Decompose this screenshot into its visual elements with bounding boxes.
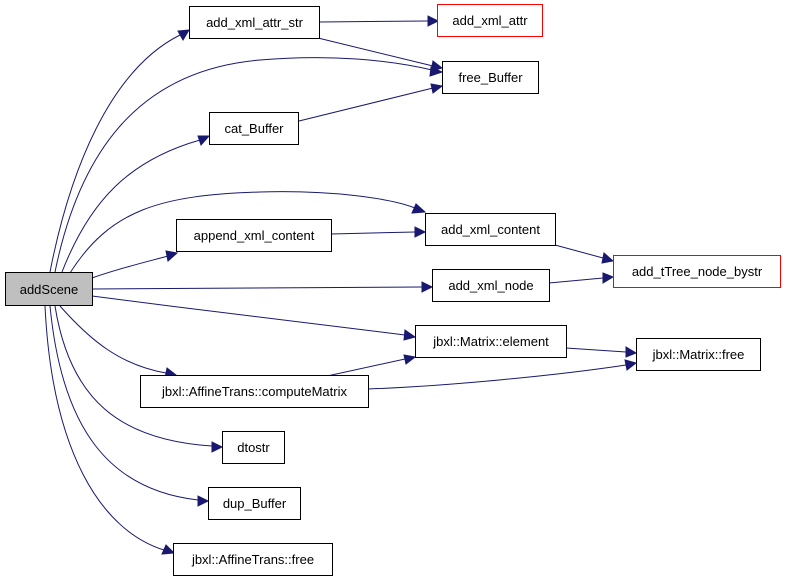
edge-addScene-append_xml_content <box>91 255 169 279</box>
node-add_tTree_node_bystr[interactable]: add_tTree_node_bystr <box>613 255 781 288</box>
node-matrix_element[interactable]: jbxl::Matrix::element <box>415 325 567 358</box>
arrowhead <box>414 226 427 238</box>
node-add_xml_content[interactable]: add_xml_content <box>425 213 556 246</box>
arrowhead <box>427 15 440 27</box>
edge-addScene-cat_Buffer <box>61 139 201 273</box>
node-dup_Buffer[interactable]: dup_Buffer <box>208 487 301 520</box>
edge-compute_matrix-matrix_free <box>367 364 627 390</box>
node-affine_free[interactable]: jbxl::AffineTrans::free <box>173 543 333 576</box>
node-free_Buffer[interactable]: free_Buffer <box>442 61 539 94</box>
arrowhead <box>403 354 417 365</box>
edge-addScene-compute_matrix <box>59 305 167 374</box>
edge-add_xml_attr_str-add_xml_attr <box>318 20 429 23</box>
edge-add_xml_node-add_tTree <box>548 277 604 284</box>
arrowhead <box>197 495 210 507</box>
arrowhead <box>430 83 444 94</box>
edge-matrix_element-matrix_free <box>565 347 627 353</box>
arrowhead <box>625 346 638 358</box>
node-add_xml_attr[interactable]: add_xml_attr <box>437 4 543 37</box>
edge-cat_Buffer-free_Buffer <box>298 87 434 122</box>
arrowhead <box>602 272 615 284</box>
node-dtostr[interactable]: dtostr <box>222 431 285 464</box>
node-cat_Buffer[interactable]: cat_Buffer <box>209 112 299 145</box>
arrowhead <box>165 250 179 262</box>
arrowhead <box>403 329 417 341</box>
arrowhead <box>211 441 224 453</box>
arrowhead <box>421 281 434 293</box>
edge-addScene-add_xml_attr_str <box>49 34 181 273</box>
edge-addScene-free_Buffer <box>54 57 433 273</box>
node-compute_matrix[interactable]: jbxl::AffineTrans::computeMatrix <box>140 375 369 408</box>
arrowhead <box>624 359 638 371</box>
arrowhead <box>411 203 427 214</box>
edge-add_xml_content-add_tTree <box>554 244 604 259</box>
node-addScene: addScene <box>5 272 93 306</box>
arrowhead <box>430 60 444 72</box>
edge-addScene-add_xml_content <box>69 191 416 274</box>
edge-compute_matrix-matrix_element <box>317 358 406 379</box>
arrowhead <box>601 252 615 264</box>
edge-addScene-matrix_element <box>91 295 406 336</box>
arrowhead <box>197 135 211 146</box>
edge-append_xml_content-add_xml_content <box>330 231 416 235</box>
edge-addScene-dup_Buffer <box>49 305 199 501</box>
node-add_xml_attr_str[interactable]: add_xml_attr_str <box>189 6 320 39</box>
edge-addScene-add_xml_node <box>91 286 423 290</box>
node-matrix_free[interactable]: jbxl::Matrix::free <box>636 338 761 371</box>
node-append_xml_content[interactable]: append_xml_content <box>176 219 332 252</box>
node-add_xml_node[interactable]: add_xml_node <box>432 269 550 302</box>
arrowhead <box>177 29 190 41</box>
edge-add_xml_attr_str-free_Buffer <box>317 37 434 67</box>
edge-addScene-dtostr <box>54 305 213 447</box>
edge-addScene-affine_free <box>44 305 165 551</box>
arrowhead <box>161 544 176 555</box>
